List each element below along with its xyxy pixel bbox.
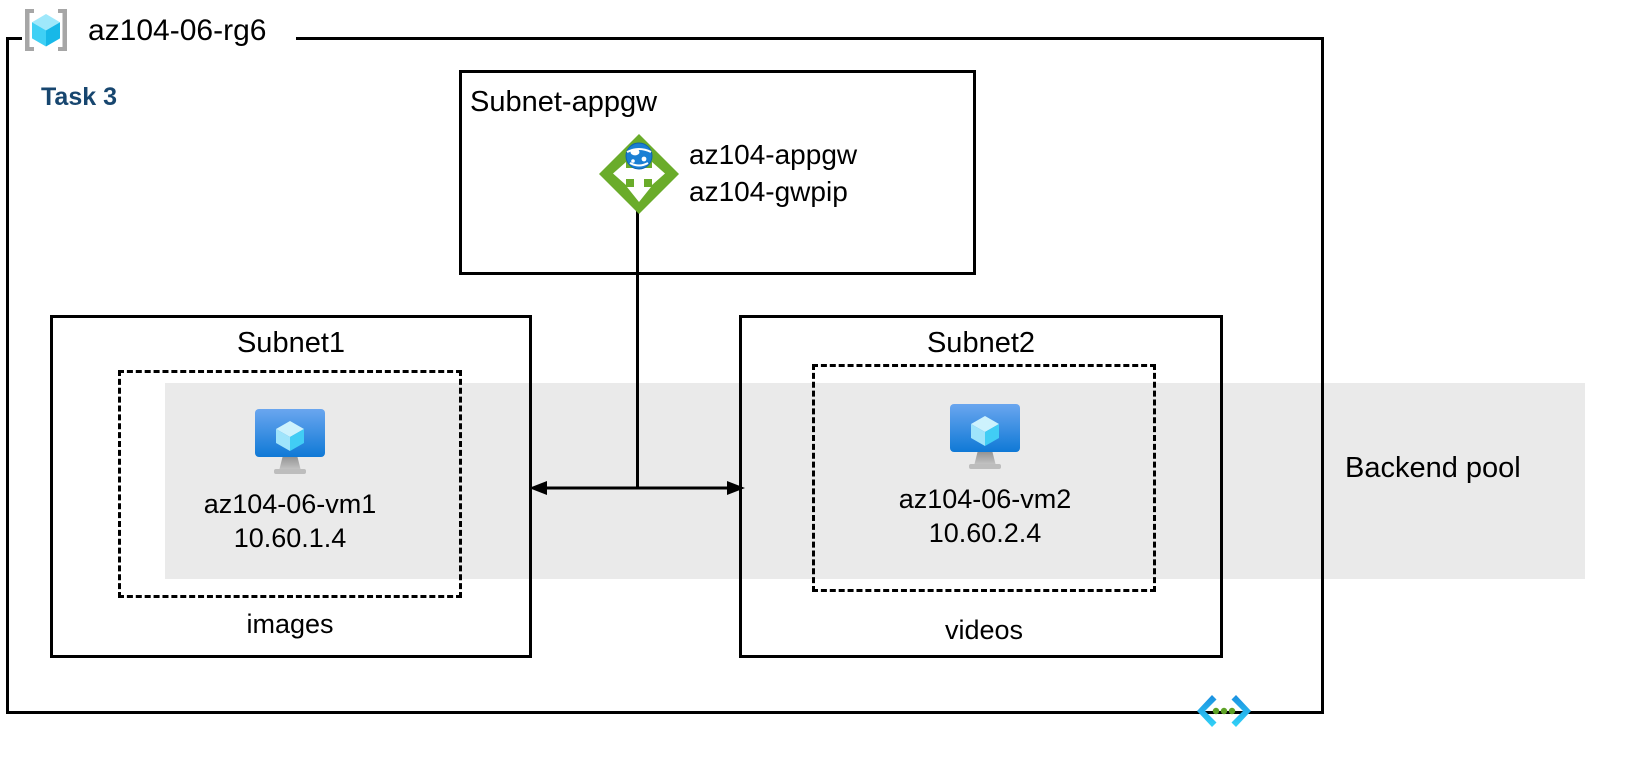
subnet2-inner-dashed-box [812, 364, 1156, 592]
vm1-labels: az104-06-vm1 10.60.1.4 [175, 487, 405, 555]
vm2-node: az104-06-vm2 10.60.2.4 [870, 398, 1100, 550]
application-gateway-labels: az104-appgw az104-gwpip [689, 136, 857, 210]
backend-pool-band [165, 383, 1585, 579]
task-label: Task 3 [41, 83, 117, 111]
resource-group-cube-icon [21, 6, 71, 54]
subnet1-inner-caption: images [246, 609, 334, 639]
subnet2-title: Subnet2 [926, 327, 1036, 359]
subnet1-inner-dashed-box [118, 370, 462, 598]
vm1-name: az104-06-vm1 [203, 489, 377, 519]
connector-appgw-vertical-line [636, 210, 639, 488]
vm2-ip: 10.60.2.4 [928, 518, 1042, 548]
appgw-public-ip-name: az104-gwpip [689, 176, 848, 207]
subnet2-inner-caption: videos [944, 615, 1024, 645]
subnet-appgw-title: Subnet-appgw [470, 86, 658, 118]
virtual-machine-icon [945, 398, 1025, 476]
resource-group-box [6, 37, 1324, 714]
connector-subnet1-subnet2-arrow [525, 474, 749, 502]
vm1-ip: 10.60.1.4 [233, 523, 347, 553]
vm2-labels: az104-06-vm2 10.60.2.4 [870, 482, 1100, 550]
vm2-name: az104-06-vm2 [898, 484, 1072, 514]
resource-group-title-mask [22, 26, 296, 50]
virtual-machine-icon [250, 403, 330, 481]
subnet-appgw-box [459, 70, 976, 275]
appgw-resource-name: az104-appgw [689, 139, 858, 170]
subnet1-box [50, 315, 532, 658]
application-gateway-icon [597, 132, 681, 216]
resource-group-name: az104-06-rg6 [88, 14, 267, 47]
vm1-node: az104-06-vm1 10.60.1.4 [175, 403, 405, 555]
backend-pool-label: Backend pool [1345, 452, 1521, 484]
subnet1-title: Subnet1 [236, 327, 346, 359]
code-brackets-icon [1196, 692, 1252, 730]
